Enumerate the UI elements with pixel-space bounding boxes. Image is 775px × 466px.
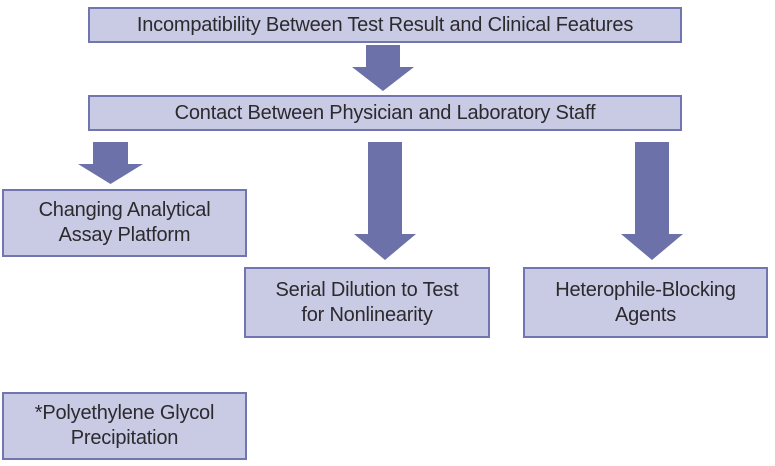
down-arrow-shape [352,45,414,91]
node-changing-platform: Changing Analytical Assay Platform [2,189,247,257]
node-label-line: Assay Platform [58,224,191,246]
node-label-line: Changing Analytical [38,199,211,221]
node-label-line: Heterophile-Blocking [555,278,736,301]
down-arrow-shape [78,142,143,184]
node-label-line: Precipitation [70,427,179,449]
node-label-line: Agents [614,303,677,326]
node-label: Incompatibility Between Test Result and … [136,13,634,36]
node-incompatibility: Incompatibility Between Test Result and … [88,7,682,43]
node-contact: Contact Between Physician and Laboratory… [88,95,682,131]
down-arrow-middle [354,142,416,260]
node-peg-precipitation: *Polyethylene Glycol Precipitation [2,392,247,460]
node-label-line: Serial Dilution to Test [275,278,459,301]
node-label-line: *Polyethylene Glycol [34,402,215,424]
node-heterophile-blocking: Heterophile-Blocking Agents [523,267,768,338]
down-arrow-shape [354,142,416,260]
down-arrow-right [621,142,683,260]
down-arrow-left [78,142,143,184]
node-label-line: for Nonlinearity [301,303,433,326]
node-label: Contact Between Physician and Laboratory… [174,101,596,124]
down-arrow-top [352,45,414,91]
down-arrow-shape [621,142,683,260]
node-serial-dilution: Serial Dilution to Test for Nonlinearity [244,267,490,338]
